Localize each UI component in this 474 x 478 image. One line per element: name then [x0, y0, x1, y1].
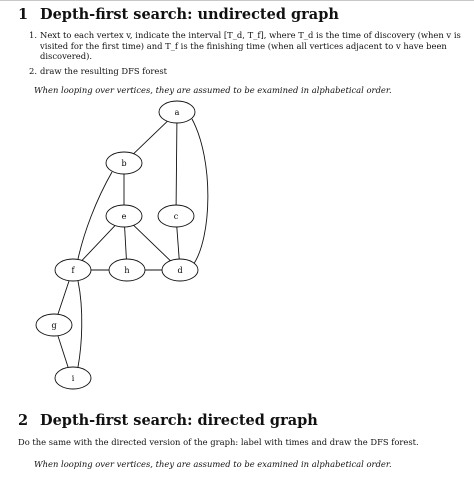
instruction-item-2: 2. draw the resulting DFS forest — [29, 66, 469, 77]
item-2-text: draw the resulting DFS forest — [40, 65, 168, 76]
edge-f-g — [57, 280, 70, 315]
node-c-ellipse — [157, 204, 195, 228]
node-a: a — [158, 100, 196, 124]
node-d-ellipse — [161, 258, 199, 282]
node-b-ellipse — [105, 151, 143, 175]
node-a-label: a — [175, 108, 180, 117]
edge-a-c — [175, 122, 178, 206]
item-1-text: Next to each vertex v, indicate the inte… — [40, 30, 461, 62]
node-h-ellipse — [108, 258, 146, 282]
node-d-label: d — [177, 266, 182, 275]
edge-f-i — [77, 280, 83, 368]
node-g-label: g — [51, 321, 56, 330]
edge-c-d — [176, 226, 180, 260]
section-2-title: Depth-first search: directed graph — [40, 412, 318, 429]
section-1-number: 1 — [18, 6, 29, 23]
node-i-ellipse — [54, 366, 92, 390]
node-f-ellipse — [54, 258, 92, 282]
top-rule — [0, 0, 474, 1]
node-b-label: b — [121, 159, 126, 168]
node-i-label: i — [72, 374, 75, 383]
node-i: i — [54, 366, 92, 390]
section-2-heading: 2 Depth-first search: directed graph — [18, 412, 318, 429]
section-1-heading: 1 Depth-first search: undirected graph — [18, 6, 339, 23]
node-c: c — [157, 204, 195, 228]
section-2-body: Do the same with the directed version of… — [18, 437, 419, 447]
node-f: f — [54, 258, 92, 282]
edge-e-h — [124, 226, 127, 260]
section-2-number: 2 — [18, 412, 29, 429]
node-g: g — [35, 313, 73, 337]
edge-e-f — [81, 225, 116, 261]
node-b: b — [105, 151, 143, 175]
node-e-ellipse — [105, 204, 143, 228]
node-g-ellipse — [35, 313, 73, 337]
node-h: h — [108, 258, 146, 282]
edge-g-i — [57, 335, 69, 368]
instruction-list: 1. Next to each vertex v, indicate the i… — [29, 30, 469, 80]
section-2-note: When looping over vertices, they are ass… — [34, 459, 392, 469]
edge-a-d — [191, 118, 209, 266]
edge-a-b — [133, 120, 168, 155]
edge-e-d — [133, 224, 171, 262]
edge-b-f — [77, 171, 113, 260]
section-1-title: Depth-first search: undirected graph — [40, 6, 339, 23]
item-1-marker: 1. — [29, 30, 37, 40]
instruction-item-1: 1. Next to each vertex v, indicate the i… — [29, 30, 469, 62]
item-2-marker: 2. — [29, 65, 37, 76]
node-e: e — [105, 204, 143, 228]
node-f-label: f — [72, 266, 76, 275]
node-d: d — [161, 258, 199, 282]
node-c-label: c — [174, 212, 179, 221]
section-1-note: When looping over vertices, they are ass… — [34, 85, 392, 95]
node-h-label: h — [124, 266, 129, 275]
node-a-ellipse — [158, 100, 196, 124]
node-e-label: e — [122, 212, 127, 221]
